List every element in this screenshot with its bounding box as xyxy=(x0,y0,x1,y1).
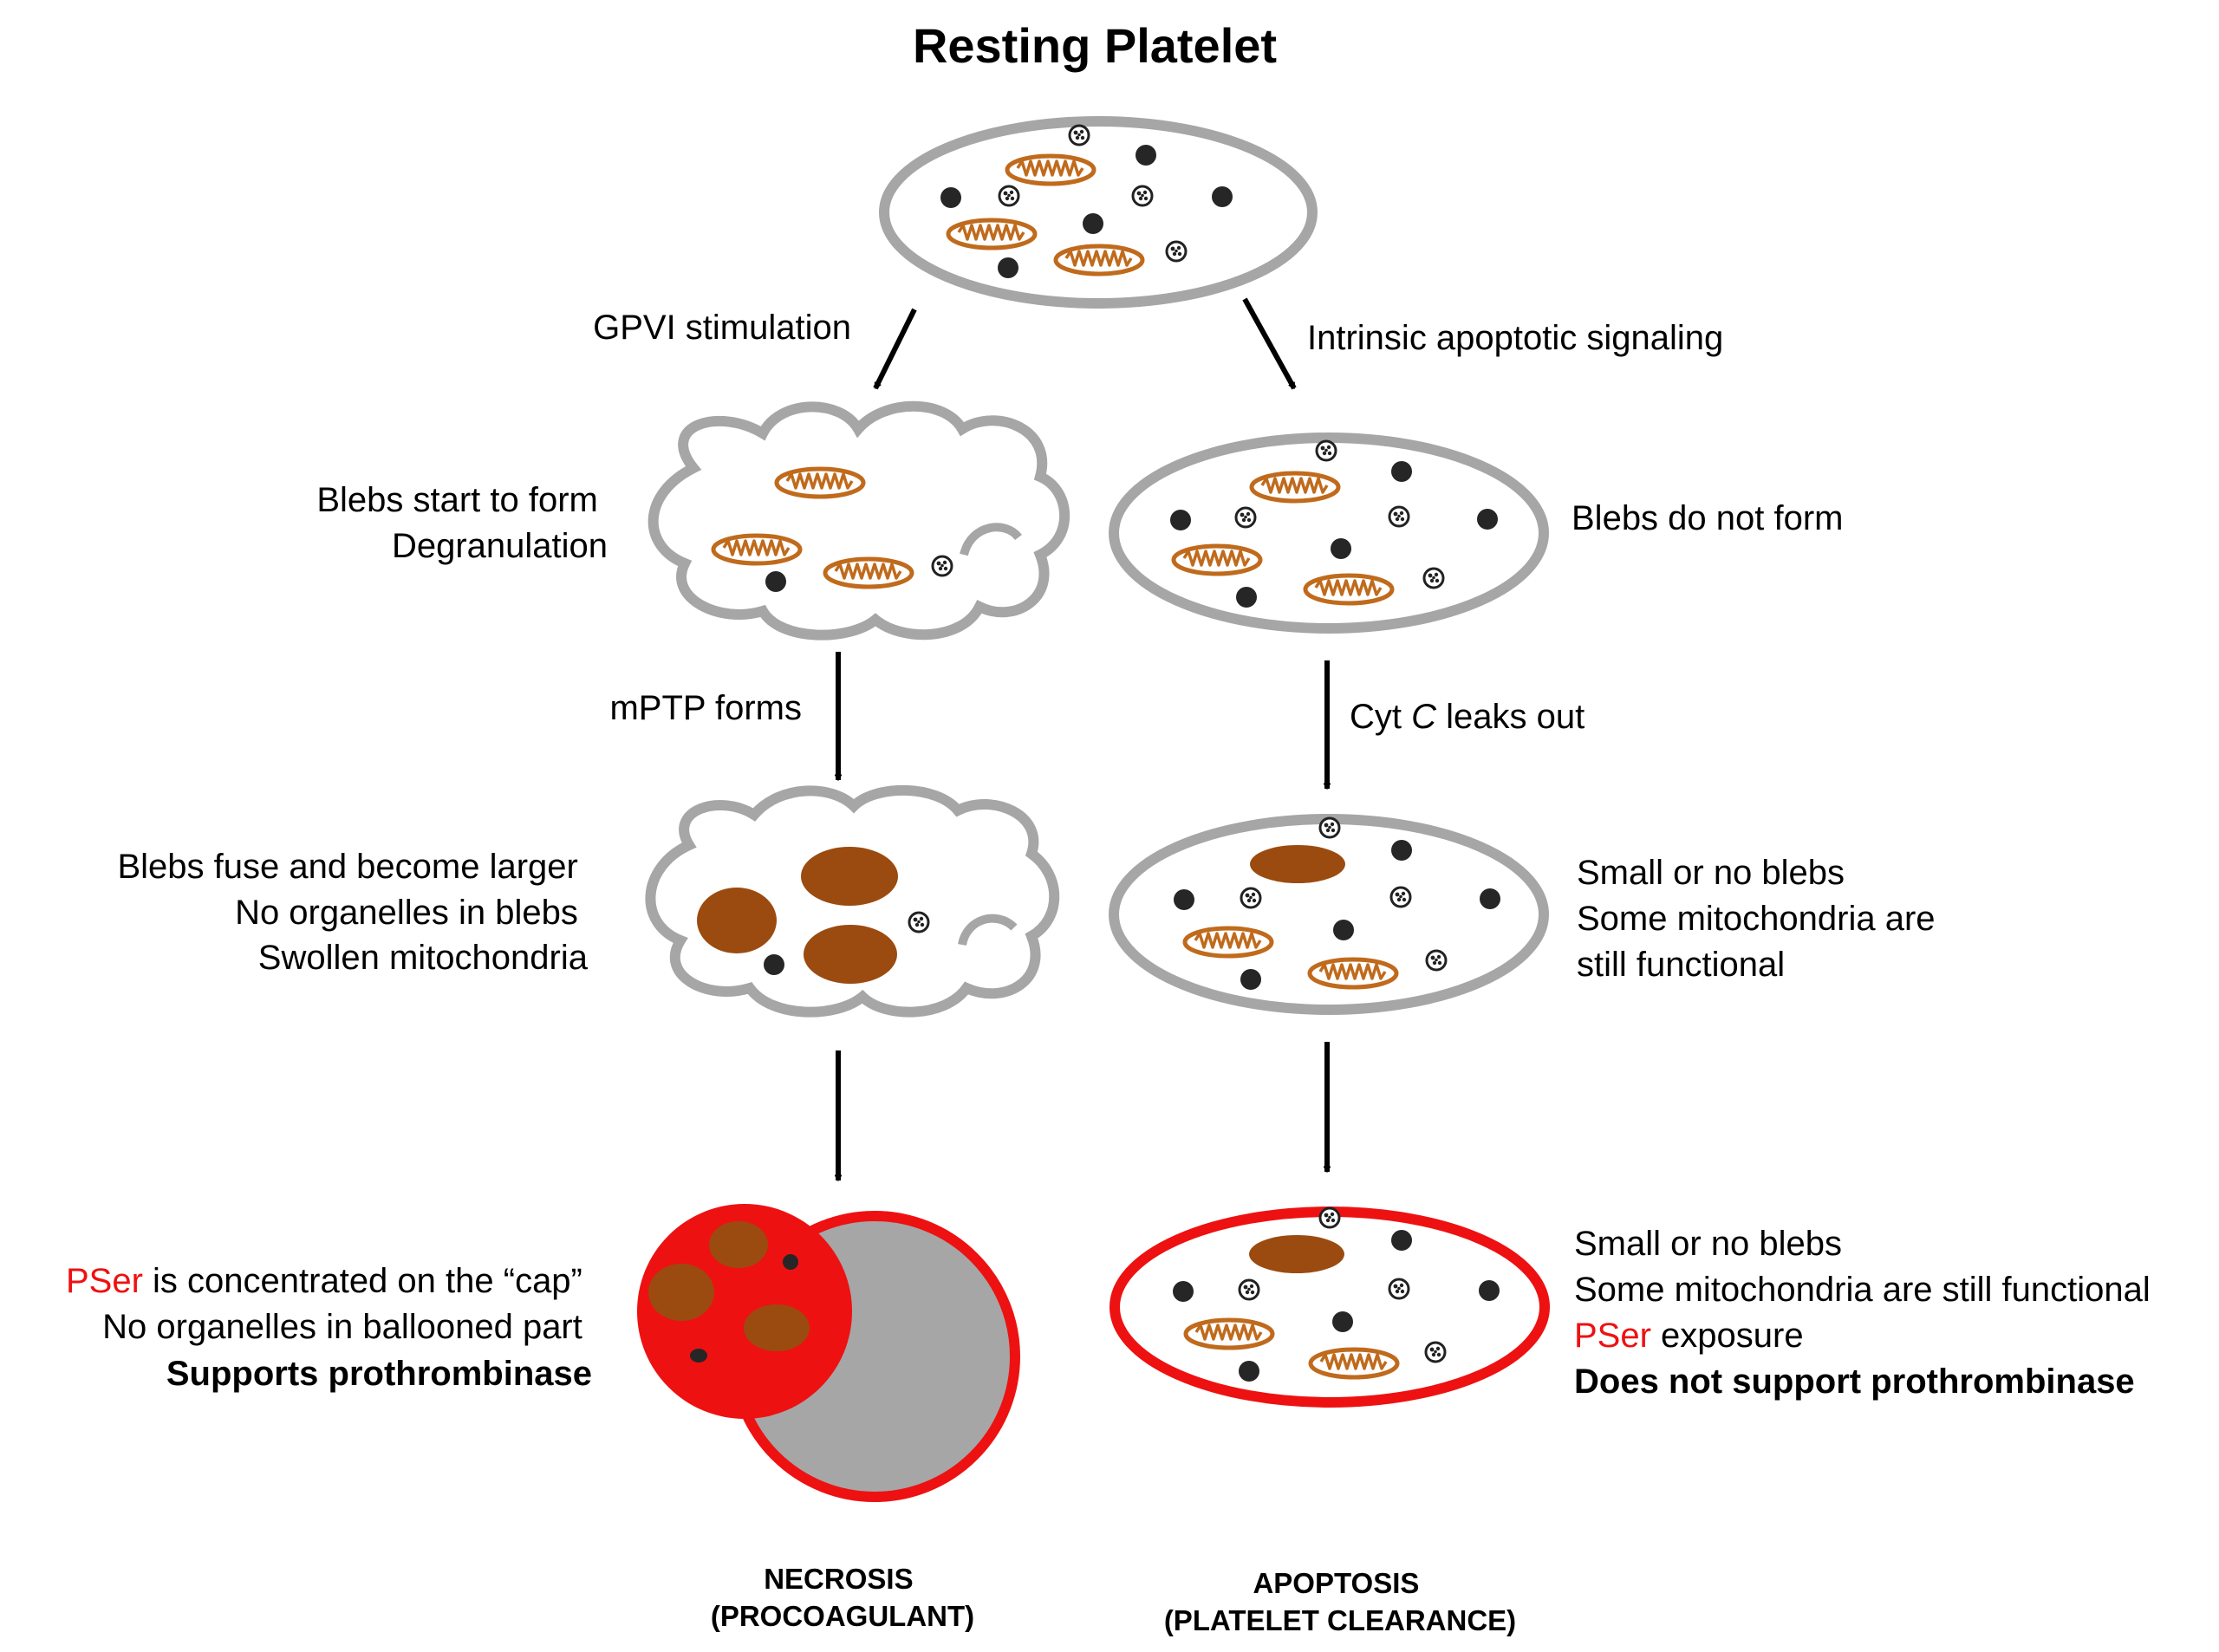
necrosis-stage2-label: Blebs fuse and become larger No organell… xyxy=(117,848,588,977)
alpha-granule xyxy=(1424,1341,1447,1363)
necrosis-stage1-platelet xyxy=(647,400,1070,641)
dense-granule xyxy=(940,187,961,208)
swollen-mitochondrion xyxy=(1249,1235,1344,1273)
label-intrinsic-signaling: Intrinsic apoptotic signaling xyxy=(1307,319,1723,357)
dense-granule xyxy=(1239,1361,1259,1382)
alpha-granule xyxy=(908,911,930,933)
mitochondrion xyxy=(1056,246,1142,274)
alpha-granule xyxy=(1165,240,1188,263)
alpha-granule xyxy=(998,185,1020,207)
alpha-granule xyxy=(1131,185,1154,207)
mitochondrion xyxy=(1252,473,1338,501)
dense-granule xyxy=(1477,509,1498,530)
mitochondrion xyxy=(1305,576,1392,603)
alpha-granule xyxy=(783,1254,798,1270)
swollen-mitochondrion xyxy=(801,847,898,906)
dense-granule xyxy=(1391,840,1412,861)
label-mptp-forms: mPTP forms xyxy=(609,689,802,727)
resting-platelet xyxy=(879,116,1318,309)
alpha-granule xyxy=(1388,1278,1410,1300)
dense-granule xyxy=(1391,461,1412,482)
alpha-granule xyxy=(1240,887,1262,909)
alpha-granule xyxy=(1422,567,1445,589)
dense-granule xyxy=(1212,186,1233,207)
alpha-granule xyxy=(1234,506,1257,529)
swollen-mitochondrion xyxy=(709,1221,768,1268)
alpha-granule xyxy=(1315,439,1337,462)
diagram-title: Resting Platelet xyxy=(913,18,1277,73)
necrosis-stage3-platelet xyxy=(637,1204,1020,1502)
dense-granule xyxy=(1236,587,1257,608)
dense-granule xyxy=(1391,1230,1412,1251)
alpha-granule xyxy=(1068,124,1090,146)
mitochondrion xyxy=(1311,1350,1397,1377)
arrow-intrinsic xyxy=(1242,297,1297,390)
necrosis-stage1-label: Blebs start to form Degranulation xyxy=(316,481,608,565)
dense-granule xyxy=(1083,213,1103,234)
swollen-mitochondrion xyxy=(804,925,897,984)
mitochondrion xyxy=(713,536,800,563)
apoptosis-stage2-label: Small or no blebs Some mitochondria are … xyxy=(1577,854,1945,984)
alpha-granule xyxy=(1388,505,1410,528)
dense-granule xyxy=(998,257,1018,278)
alpha-granule xyxy=(931,555,953,577)
arrow-gpvi xyxy=(873,308,917,390)
dense-granule xyxy=(1240,969,1261,990)
necrosis-stage3-label: PSer is concentrated on the “cap” No org… xyxy=(66,1262,592,1393)
swollen-mitochondrion xyxy=(1250,845,1345,883)
apoptosis-stage1-label: Blebs do not form xyxy=(1572,499,1844,537)
dense-granule xyxy=(1136,145,1156,166)
dense-granule xyxy=(1174,889,1194,910)
alpha-granule xyxy=(1318,1206,1341,1229)
label-cytc-leaks: Cyt C leaks out xyxy=(1350,698,1585,736)
mitochondrion xyxy=(1310,959,1396,987)
apoptosis-stage1-platelet xyxy=(1109,433,1549,634)
apoptosis-stage2-platelet xyxy=(1109,814,1549,1015)
mitochondrion xyxy=(1174,546,1260,574)
swollen-mitochondrion xyxy=(744,1304,810,1351)
label-gpvi-stimulation: GPVI stimulation xyxy=(593,309,851,347)
alpha-granule xyxy=(1389,886,1412,908)
swollen-mitochondrion xyxy=(648,1264,714,1321)
mitochondrion xyxy=(1186,1320,1272,1348)
dense-granule xyxy=(1173,1281,1194,1302)
apoptosis-stage3-label: Small or no blebs Some mitochondria are … xyxy=(1574,1225,2160,1401)
dense-granule xyxy=(1333,920,1354,940)
necrosis-footer: NECROSIS (PROCOAGULANT) xyxy=(711,1563,974,1632)
dense-granule xyxy=(764,954,784,975)
dense-granule xyxy=(690,1349,707,1363)
dense-granule xyxy=(1332,1311,1353,1332)
mitochondrion xyxy=(1185,928,1272,956)
mitochondrion xyxy=(1007,156,1094,184)
dense-granule xyxy=(1479,1280,1500,1301)
apoptosis-footer: APOPTOSIS (PLATELET CLEARANCE) xyxy=(1164,1567,1516,1636)
necrosis-stage2-platelet xyxy=(645,784,1060,1018)
apoptosis-stage3-platelet xyxy=(1110,1206,1550,1408)
mitochondrion xyxy=(948,220,1035,248)
dense-granule xyxy=(1480,888,1500,909)
alpha-granule xyxy=(1238,1278,1260,1301)
mitochondrion xyxy=(777,469,863,497)
dense-granule xyxy=(1331,538,1351,559)
pser-cap xyxy=(637,1204,852,1419)
swollen-mitochondrion xyxy=(697,888,777,953)
alpha-granule xyxy=(1425,949,1448,972)
alpha-granule xyxy=(1318,816,1341,839)
dense-granule xyxy=(765,571,786,592)
dense-granule xyxy=(1170,510,1191,530)
mitochondrion xyxy=(825,559,912,587)
